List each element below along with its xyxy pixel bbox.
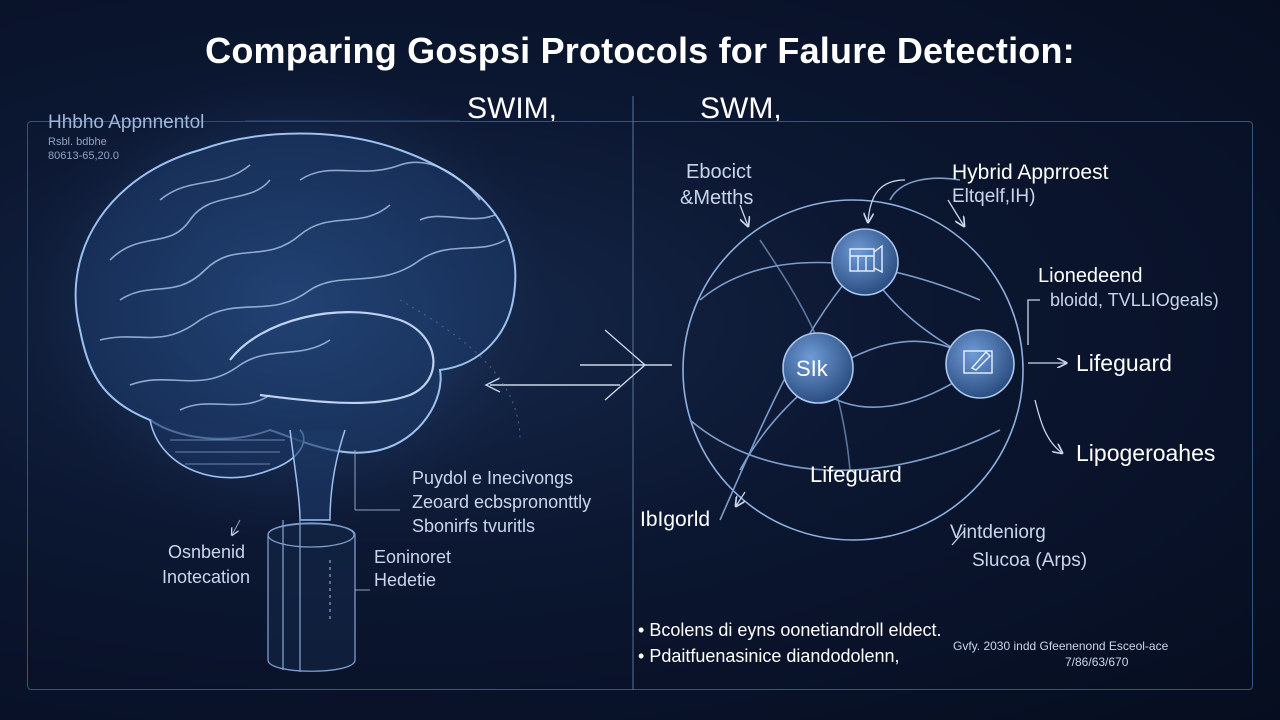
low-mid-label-1: Eoninoret xyxy=(374,547,452,567)
bullet-1-text: Bcolens di eyns oonetiandroll eldect. xyxy=(649,620,942,640)
annotation-3: Sbonirfs tvuritls xyxy=(412,516,536,536)
subtitle-left: SWIM, xyxy=(467,92,557,125)
diagram-panel xyxy=(27,121,1253,690)
right-label-1: Lionedeend xyxy=(1038,265,1143,287)
cylinder-shape xyxy=(267,518,356,672)
network-nodes xyxy=(782,228,1015,404)
credit-line-1: Gvfy. 2030 indd Gfeenenond Esceol-ace xyxy=(953,639,1169,653)
low-left-label-2: Inotecation xyxy=(162,567,251,587)
bullet-2-text: Pdaitfuenasinice diandodolenn, xyxy=(649,646,900,666)
corner-title: Hhbho Appnnentol xyxy=(48,112,205,133)
node-right xyxy=(945,329,1015,399)
left-node-label: IbIgorld xyxy=(640,508,711,531)
top-left-label-2: &Metths xyxy=(680,187,754,209)
speaker-icon xyxy=(873,244,883,274)
center-lifeguard-label: Lifeguard xyxy=(810,462,902,487)
center-node-label: SIk xyxy=(796,356,828,381)
node-top xyxy=(831,228,899,296)
subtitle-right: SWM, xyxy=(700,92,782,125)
top-right-label-1: Hybrid Apprroest xyxy=(952,161,1109,184)
brain-illustration xyxy=(20,70,560,530)
calculator-icon xyxy=(849,248,875,272)
annotation-2: Zeoard ecbsprononttly xyxy=(412,492,592,512)
bottom-right-label-1: Vintdeniorg xyxy=(950,522,1046,543)
output-label-2: Lipogeroahes xyxy=(1076,440,1216,466)
corner-line-1: Rsbl. bdbhe xyxy=(48,136,107,148)
bullet-2: • Pdaitfuenasinice diandodolenn, xyxy=(638,646,900,666)
low-left-label-1: Osnbenid xyxy=(168,542,246,562)
annotation-1: Puydol e Inecivongs xyxy=(412,468,574,488)
output-label-lifeguard: Lifeguard xyxy=(1076,350,1172,376)
low-mid-label-2: Hedetie xyxy=(374,570,437,590)
right-label-2: bloidd, TVLLIOgeals) xyxy=(1050,290,1219,310)
credit-line-2: 7/86/63/670 xyxy=(1065,655,1129,669)
bottom-right-label-2: Slucoa (Arps) xyxy=(972,550,1088,571)
top-left-label-1: Ebocict xyxy=(686,161,752,183)
page-title: Comparing Gospsi Protocols for Falure De… xyxy=(205,30,1075,71)
corner-line-2: 80613-65,20.0 xyxy=(48,150,119,162)
edit-icon xyxy=(963,350,993,374)
node-center xyxy=(782,332,854,404)
top-right-label-2: Eltqelf,IH) xyxy=(952,186,1036,207)
bullet-1: • Bcolens di eyns oonetiandroll eldect. xyxy=(638,620,942,640)
